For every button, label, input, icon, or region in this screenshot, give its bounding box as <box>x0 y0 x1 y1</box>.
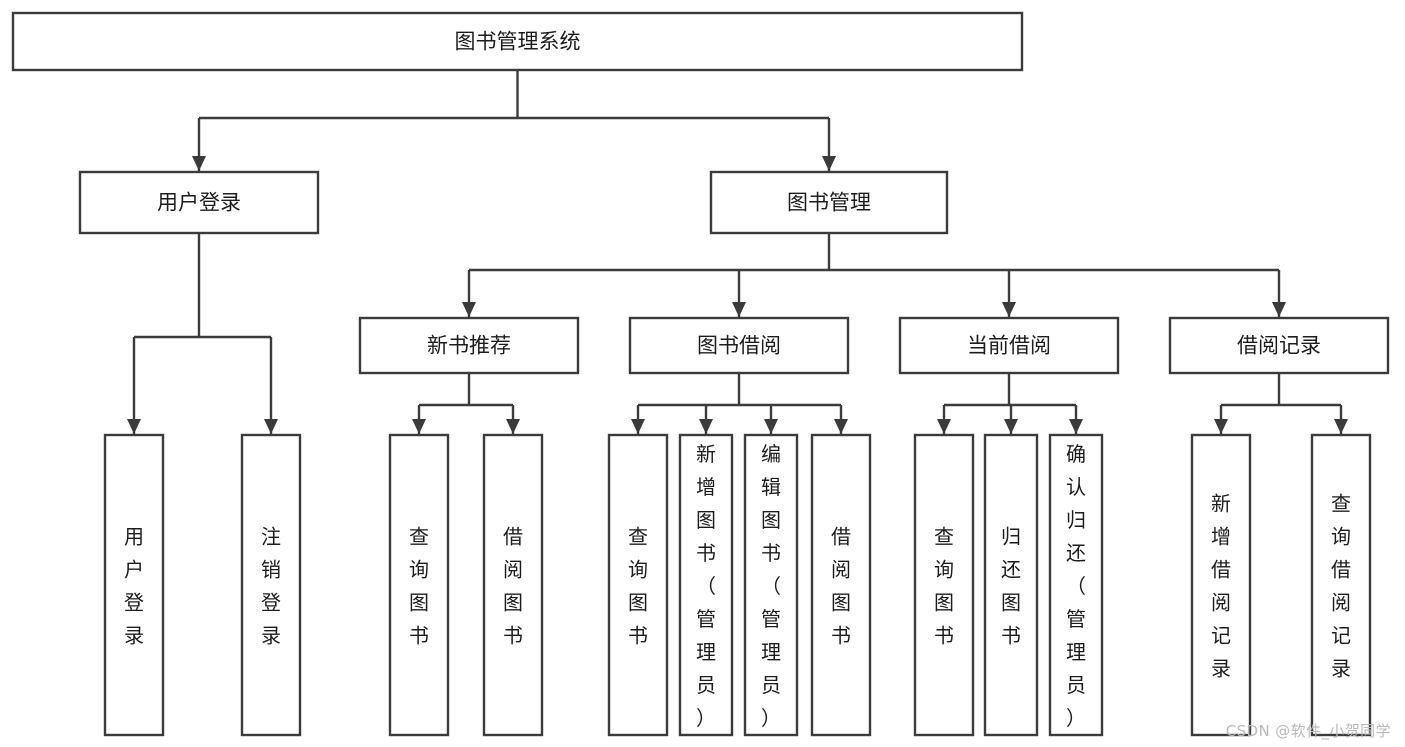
node-label-book-manage: 图书管理 <box>787 191 871 215</box>
node-leaf-return-book[interactable]: 归还图书 <box>983 433 1039 737</box>
node-leaf-query-record[interactable]: 查询借阅记录 <box>1310 433 1372 737</box>
node-box-leaf-query-record <box>1310 433 1372 737</box>
arrow-head-icon <box>1334 419 1348 434</box>
arrow-head-icon <box>1272 302 1286 317</box>
node-leaf-user-logout[interactable]: 注销登录 <box>240 433 302 737</box>
connector-layer <box>127 70 1348 434</box>
node-box-leaf-add-record <box>1190 433 1252 737</box>
node-box-new-book-rec <box>358 316 580 375</box>
arrow-head-icon <box>1004 419 1018 434</box>
node-label-leaf-return-book: 归还图书 <box>1001 524 1021 647</box>
node-book-borrow[interactable]: 图书借阅 <box>628 316 850 375</box>
node-box-leaf-query-book-1 <box>388 433 450 737</box>
node-leaf-query-book-3[interactable]: 查询图书 <box>913 433 975 737</box>
node-borrow-record[interactable]: 借阅记录 <box>1168 316 1390 375</box>
node-leaf-query-book-1[interactable]: 查询图书 <box>388 433 450 737</box>
arrow-head-icon <box>937 419 951 434</box>
arrow-head-icon <box>631 419 645 434</box>
node-leaf-borrow-book-2[interactable]: 借阅图书 <box>810 433 872 737</box>
connector-group-book-borrow <box>631 373 848 434</box>
connector-group-new-book-rec <box>412 373 520 434</box>
arrow-head-icon <box>412 419 426 434</box>
node-box-leaf-return-book <box>983 433 1039 737</box>
node-leaf-user-login[interactable]: 用户登录 <box>103 433 165 737</box>
arrow-head-icon <box>506 419 520 434</box>
node-label-book-borrow: 图书借阅 <box>697 334 781 358</box>
node-box-leaf-add-book <box>678 433 734 737</box>
arrow-head-icon <box>764 419 778 434</box>
node-label-leaf-query-book-2: 查询图书 <box>628 524 648 647</box>
node-label-leaf-borrow-book-2: 借阅图书 <box>831 524 851 647</box>
arrow-head-icon <box>1214 419 1228 434</box>
node-user-login[interactable]: 用户登录 <box>78 170 320 235</box>
node-box-user-login <box>78 170 320 235</box>
node-label-leaf-query-book-1: 查询图书 <box>409 524 429 647</box>
node-leaf-query-book-2[interactable]: 查询图书 <box>607 433 669 737</box>
arrow-head-icon <box>192 156 206 171</box>
node-label-leaf-user-login: 用户登录 <box>124 524 144 647</box>
node-new-book-rec[interactable]: 新书推荐 <box>358 316 580 375</box>
node-label-leaf-borrow-book-1: 借阅图书 <box>503 524 523 647</box>
node-leaf-confirm-ret[interactable]: 确认归还（管理员） <box>1048 433 1104 737</box>
node-label-user-login: 用户登录 <box>157 191 241 215</box>
node-box-book-borrow <box>628 316 850 375</box>
arrow-head-icon <box>264 419 278 434</box>
arrow-head-icon <box>834 419 848 434</box>
node-current-borrow[interactable]: 当前借阅 <box>898 316 1120 375</box>
arrow-head-icon <box>699 419 713 434</box>
arrow-head-icon <box>462 302 476 317</box>
node-label-borrow-record: 借阅记录 <box>1237 334 1321 358</box>
arrow-head-icon <box>732 302 746 317</box>
node-label-leaf-user-logout: 注销登录 <box>261 524 281 647</box>
node-layer: 图书管理系统用户登录图书管理新书推荐图书借阅当前借阅借阅记录用户登录注销登录查询… <box>11 11 1390 737</box>
node-label-new-book-rec: 新书推荐 <box>427 334 511 358</box>
connector-group-book-manage <box>462 233 1286 317</box>
node-box-current-borrow <box>898 316 1120 375</box>
arrow-head-icon <box>127 419 141 434</box>
node-root[interactable]: 图书管理系统 <box>11 11 1024 72</box>
node-leaf-edit-book[interactable]: 编辑图书（管理员） <box>743 433 799 737</box>
node-box-root <box>11 11 1024 72</box>
node-box-leaf-borrow-book-2 <box>810 433 872 737</box>
node-label-leaf-query-record: 查询借阅记录 <box>1331 491 1351 680</box>
node-label-leaf-add-book: 新增图书（管理员） <box>696 442 716 730</box>
node-label-leaf-add-record: 新增借阅记录 <box>1211 491 1231 680</box>
arrow-head-icon <box>822 156 836 171</box>
node-label-current-borrow: 当前借阅 <box>967 334 1051 358</box>
connector-group-user-login <box>127 233 278 434</box>
node-label-root: 图书管理系统 <box>455 30 581 54</box>
node-leaf-borrow-book-1[interactable]: 借阅图书 <box>482 433 544 737</box>
connector-group-current-borrow <box>937 373 1083 434</box>
node-box-leaf-user-login <box>103 433 165 737</box>
csdn-watermark: CSDN @软件_小贺同学 <box>1225 722 1391 740</box>
connector-group-root <box>192 70 836 171</box>
node-box-borrow-record <box>1168 316 1390 375</box>
node-box-leaf-user-logout <box>240 433 302 737</box>
node-box-leaf-edit-book <box>743 433 799 737</box>
node-box-leaf-confirm-ret <box>1048 433 1104 737</box>
node-box-leaf-borrow-book-1 <box>482 433 544 737</box>
node-box-leaf-query-book-3 <box>913 433 975 737</box>
arrow-head-icon <box>1002 302 1016 317</box>
connector-group-borrow-record <box>1214 373 1348 434</box>
node-leaf-add-record[interactable]: 新增借阅记录 <box>1190 433 1252 737</box>
node-label-leaf-confirm-ret: 确认归还（管理员） <box>1066 442 1086 730</box>
node-label-leaf-query-book-3: 查询图书 <box>934 524 954 647</box>
node-label-leaf-edit-book: 编辑图书（管理员） <box>761 442 781 730</box>
node-leaf-add-book[interactable]: 新增图书（管理员） <box>678 433 734 737</box>
node-box-book-manage <box>709 170 949 235</box>
arrow-head-icon <box>1069 419 1083 434</box>
node-box-leaf-query-book-2 <box>607 433 669 737</box>
node-book-manage[interactable]: 图书管理 <box>709 170 949 235</box>
